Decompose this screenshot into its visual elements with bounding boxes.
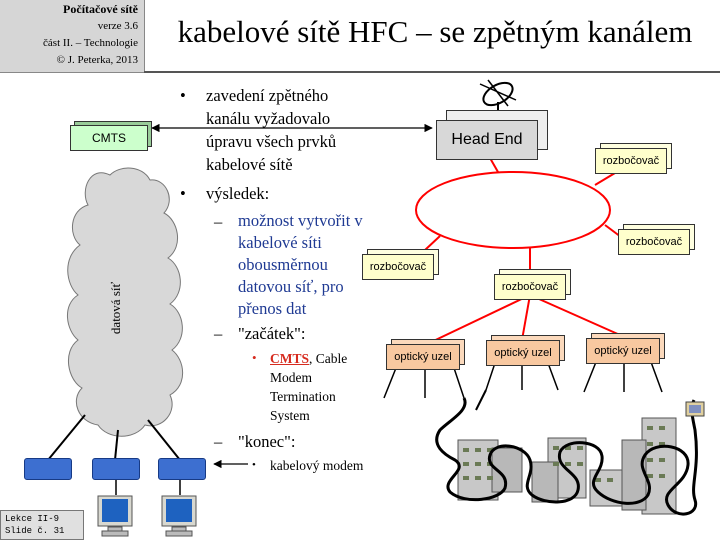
dash-marker: – — [214, 324, 223, 343]
optical-node-box: optický uzel — [586, 338, 660, 364]
slide-footer: Lekce II-9 Slide č. 31 — [0, 510, 84, 540]
distribution-ring — [415, 171, 611, 249]
sub-bullet-start: "začátek": — [238, 324, 306, 343]
data-network-cloud — [67, 167, 184, 437]
optical-node-box: optický uzel — [386, 344, 460, 370]
coax-cable — [435, 397, 698, 516]
bullet-marker: • — [252, 350, 257, 365]
cable-modem-label: kabelový modem — [270, 458, 364, 473]
cloud-label: datová síť — [108, 281, 123, 335]
bullet-marker: • — [252, 459, 256, 471]
part-label: část II. – Technologie — [43, 37, 138, 49]
slide-header-info: Počítačové sítě verze 3.6 část II. – Tec… — [0, 0, 145, 73]
title-divider — [144, 71, 720, 73]
dash-marker: – — [214, 212, 223, 231]
splitter-box: rozbočovač — [494, 274, 566, 300]
computer-icon — [161, 495, 197, 537]
dash-marker: – — [214, 432, 223, 451]
sub-bullet-end: "konec": — [238, 432, 296, 451]
splitter-box: rozbočovač — [362, 254, 434, 280]
splitter-box: rozbočovač — [595, 148, 667, 174]
slide-title: kabelové sítě HFC – se zpětným kanálem — [177, 14, 693, 49]
splitter-box: rozbočovač — [618, 229, 690, 255]
cmts-box: CMTS — [70, 125, 148, 151]
copyright-label: © J. Peterka, 2013 — [56, 54, 138, 66]
bullet-marker: • — [180, 86, 186, 105]
satellite-dish-icon — [479, 79, 517, 116]
cable-modem-icon — [24, 458, 72, 480]
optical-node-box: optický uzel — [486, 340, 560, 366]
version-label: verze 3.6 — [97, 20, 138, 32]
bullet-marker: • — [180, 184, 186, 203]
bullet-result: výsledek: — [206, 184, 270, 203]
cmts-definition: CMTS, Cable Modem Termination System — [270, 351, 348, 423]
cmts-term: CMTS — [270, 351, 310, 366]
cable-modem-icon — [158, 458, 206, 480]
course-name: Počítačové sítě — [63, 2, 138, 16]
head-end-box: Head End — [436, 120, 538, 160]
computer-icon — [97, 495, 133, 537]
cable-modem-icon — [92, 458, 140, 480]
